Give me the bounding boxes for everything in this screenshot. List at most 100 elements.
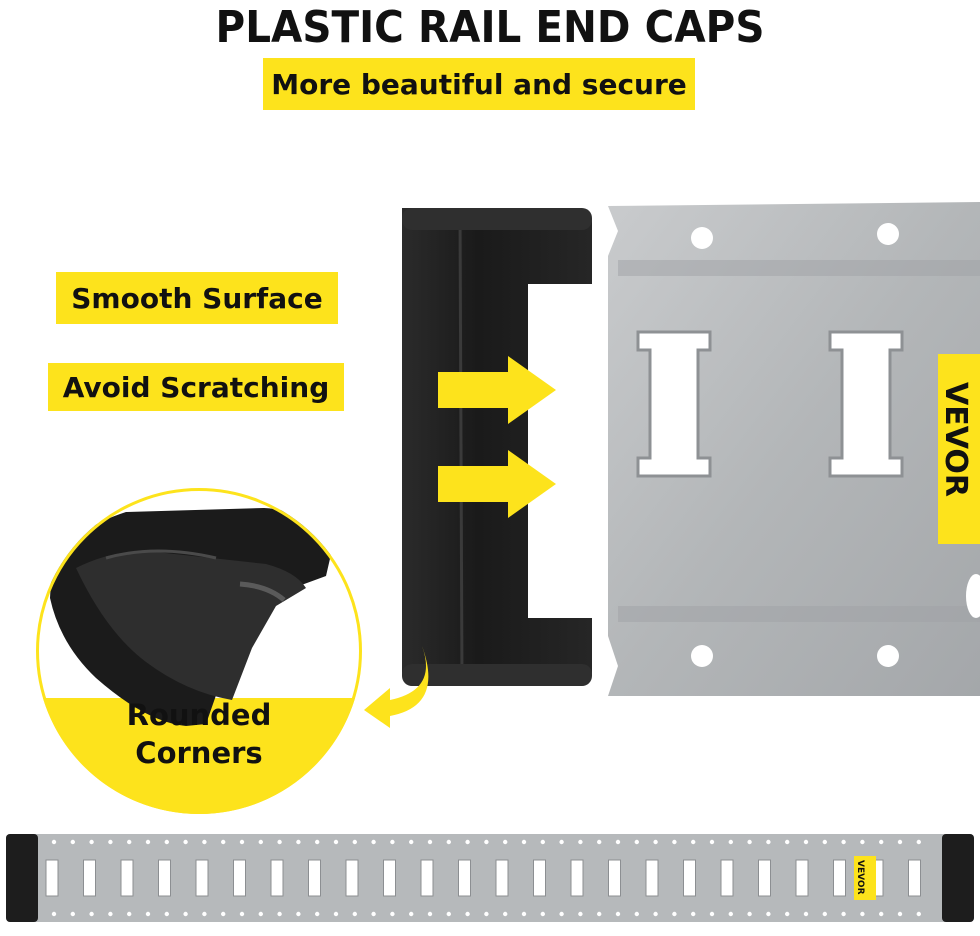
rail-hole [409,839,414,845]
rail-hole [427,839,433,845]
rail-slots [45,839,921,917]
rail-hole [709,911,715,917]
rail-hole [352,911,357,917]
brand-tag [938,354,980,544]
rail-slot [908,859,921,897]
rail-hole [164,911,169,917]
detail-label-line2: Corners [135,736,263,770]
rail-slot [495,859,509,897]
rail-hole [427,911,433,917]
rail-hole [277,839,282,845]
rail-hole [503,911,508,917]
rail-hole [634,911,639,917]
rail-slot [645,859,659,897]
brand-name: VEVOR [938,382,973,497]
rail-hole [559,839,564,845]
rail-hole [145,911,151,917]
rail-hole [540,911,545,917]
rail-hole [51,911,57,917]
rail-hole [258,911,263,917]
rail-slot [420,859,434,897]
rail-hole [277,911,282,917]
rail-hole [221,839,226,845]
rail-hole [521,911,527,917]
rail-hole [559,911,564,917]
rail-hole [390,839,395,845]
rail-hole [390,911,395,917]
rail-hole [709,839,715,845]
rail-hole [409,911,414,917]
rail-hole [89,839,94,845]
arrow-right-icon [438,356,556,424]
rail-hole [672,911,677,917]
rail-hole [785,911,790,917]
rail-hole [465,911,470,917]
rail-slot [120,859,134,897]
rail-slot [270,859,284,897]
rail-hole [634,839,639,845]
rail-hole [653,839,658,845]
rail-hole [315,839,320,845]
rail-hole [296,911,301,917]
rail-slot [308,859,321,897]
feature-avoid-scratching: Avoid Scratching [48,363,344,411]
rail-slot [233,859,246,897]
rail-slot [83,859,96,897]
rail-hole [841,839,846,845]
rail-hole [860,839,865,845]
rail-hole [202,839,207,845]
rail-hole [371,911,376,917]
curved-arrow-icon [364,646,429,728]
rail-hole [127,839,132,845]
rail-hole [503,839,508,845]
rail-hole [841,911,846,917]
end-cap-right [942,834,974,922]
rail-hole [879,911,884,917]
rail-slot [608,859,621,897]
mount-hole [877,645,899,667]
rail-hole [916,911,921,917]
rail-hole [108,911,113,917]
rail-hole [145,839,151,845]
rail-hole [296,839,301,845]
rail-hole [51,839,57,845]
full-rail: VEVOR [6,834,974,922]
rail-slot [533,859,546,897]
subtitle-banner: More beautiful and secure [263,58,695,110]
rail-hole [615,839,621,845]
rail-hole [333,839,339,845]
mount-hole [691,645,713,667]
rail-hole [747,911,752,917]
detail-label: Rounded Corners [36,696,362,772]
rail-hole [521,839,527,845]
rail-hole [446,911,451,917]
rail-hole [578,911,583,917]
rail-slot [828,330,904,478]
rail-slot [795,859,809,897]
rail-hole [766,839,771,845]
rail-slot [195,859,209,897]
rail-hole [897,839,903,845]
rail-hole [70,911,76,917]
rail-hole [597,911,602,917]
rail-hole [615,911,621,917]
detail-label-line1: Rounded [126,698,272,732]
subtitle-text: More beautiful and secure [271,67,687,101]
rail-slot [636,330,712,478]
rail-slot [833,859,846,897]
rail-hole [89,911,94,917]
rail-hole [822,839,827,845]
page-title: PLASTIC RAIL END CAPS [215,2,765,53]
rail-hole [108,839,113,845]
rail-hole [371,839,376,845]
rail-hole [70,839,76,845]
rail-hole [803,839,809,845]
rail-hole [333,911,339,917]
product-closeup: VEVOR [402,202,980,696]
rail-hole [183,911,188,917]
rail-hole [691,911,696,917]
rail-hole [578,839,583,845]
rail-hole [691,839,696,845]
arrow-right-icon [438,450,556,518]
rail-plate: VEVOR [608,202,980,696]
